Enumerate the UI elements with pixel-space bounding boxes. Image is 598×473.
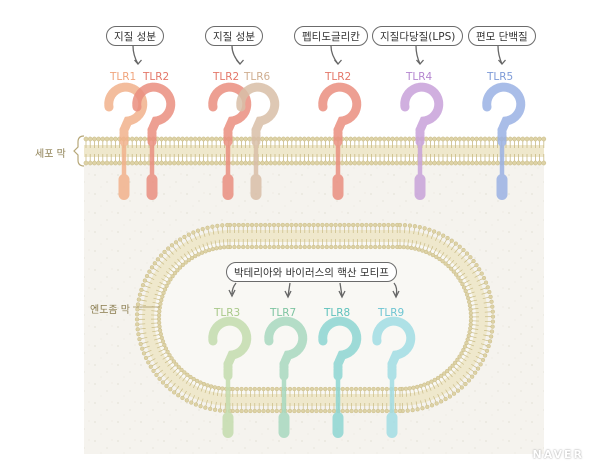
label-tlr7: TLR7	[270, 307, 296, 319]
arrow-lps	[416, 46, 424, 64]
label-tlr1: TLR1	[110, 71, 136, 83]
naver-watermark: NAVER	[533, 448, 584, 461]
endosome-membrane	[135, 223, 495, 413]
arrow-flagellin	[498, 46, 506, 64]
label-tlr9: TLR9	[378, 307, 404, 319]
label-tlr4: TLR4	[406, 71, 432, 83]
cell-membrane-bracket	[74, 136, 84, 166]
ligand-lps: 지질다당질(LPS)	[372, 26, 463, 46]
ligand-peptidoglycan: 펩티도글리칸	[294, 26, 368, 46]
label-tlr5: TLR5	[487, 71, 513, 83]
endosome-lumen	[148, 236, 482, 400]
arrow-lipid-1	[133, 46, 142, 64]
ligand-lipid-2: 지질 성분	[205, 26, 263, 46]
label-tlr2-b: TLR2	[213, 71, 239, 83]
ligand-flagellin: 편모 단백질	[468, 26, 536, 46]
label-tlr3: TLR3	[214, 307, 240, 319]
arrow-peptidoglycan	[331, 46, 342, 64]
label-tlr8: TLR8	[324, 307, 350, 319]
label-tlr6: TLR6	[244, 71, 270, 83]
ligand-nucleic-acid: 박테리아와 바이러스의 핵산 모티프	[226, 262, 397, 282]
cell-membrane-label: 세포 막	[35, 145, 66, 160]
label-tlr2-c: TLR2	[325, 71, 351, 83]
label-tlr2-a: TLR2	[143, 71, 169, 83]
endosome-membrane-label: 엔도좀 막	[90, 301, 130, 316]
arrow-lipid-2	[232, 46, 244, 64]
ligand-lipid-1: 지질 성분	[106, 26, 164, 46]
